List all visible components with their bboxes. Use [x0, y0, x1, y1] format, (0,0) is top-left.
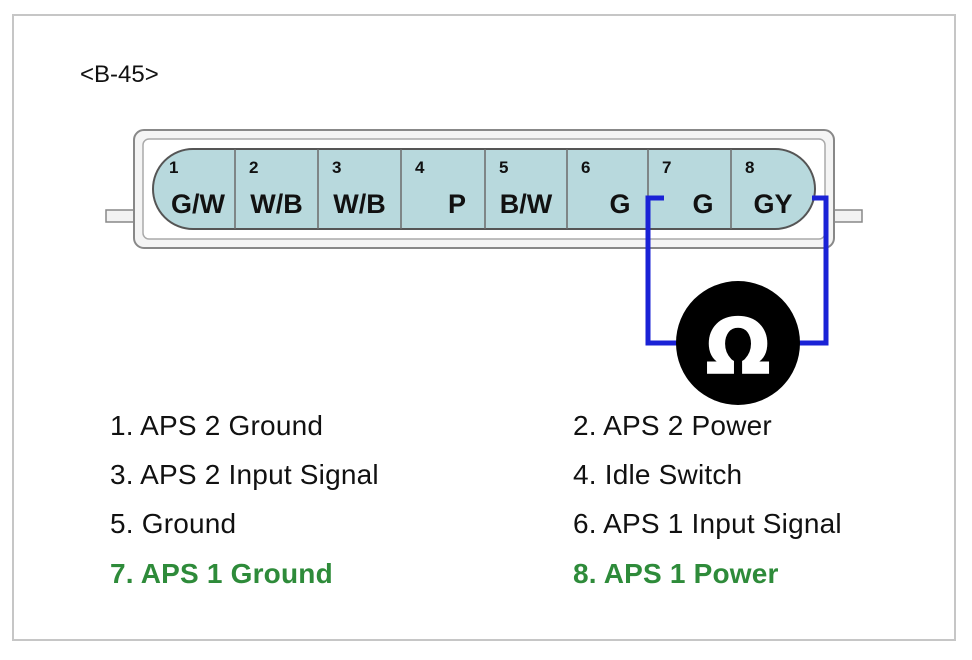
pin-number-3: 3 [332, 158, 341, 177]
legend-item-5: 5. Ground [110, 508, 237, 539]
legend-item-8: 8. APS 1 Power [573, 558, 779, 589]
pin-color-code-7: G [692, 189, 713, 219]
pin-number-1: 1 [169, 158, 178, 177]
pin-color-code-1: G/W [171, 189, 226, 219]
legend-item-3: 3. APS 2 Input Signal [110, 459, 379, 490]
meter-lead-pin-8 [776, 195, 829, 346]
pin-color-code-8: GY [753, 189, 792, 219]
pin-number-4: 4 [415, 158, 425, 177]
pin-number-7: 7 [662, 158, 671, 177]
diagram-frame [12, 14, 956, 641]
ohm-symbol: Ω [706, 302, 771, 391]
pin-color-code-3: W/B [333, 189, 385, 219]
pin-number-6: 6 [581, 158, 590, 177]
pin-color-code-4: P [448, 189, 466, 219]
pin-number-2: 2 [249, 158, 258, 177]
pin-color-code-2: W/B [250, 189, 302, 219]
pin-number-5: 5 [499, 158, 508, 177]
legend-item-4: 4. Idle Switch [573, 459, 743, 490]
pin-color-code-5: B/W [500, 189, 553, 219]
meter-lead-pin-7 [645, 195, 700, 346]
legend-item-7: 7. APS 1 Ground [110, 558, 333, 589]
connector-id: <B-45> [80, 61, 159, 88]
legend-item-2: 2. APS 2 Power [573, 410, 772, 441]
pin-number-8: 8 [745, 158, 754, 177]
legend-item-1: 1. APS 2 Ground [110, 410, 324, 441]
legend-item-6: 6. APS 1 Input Signal [573, 508, 842, 539]
pin-color-code-6: G [609, 189, 630, 219]
ohmmeter-icon [676, 281, 800, 405]
